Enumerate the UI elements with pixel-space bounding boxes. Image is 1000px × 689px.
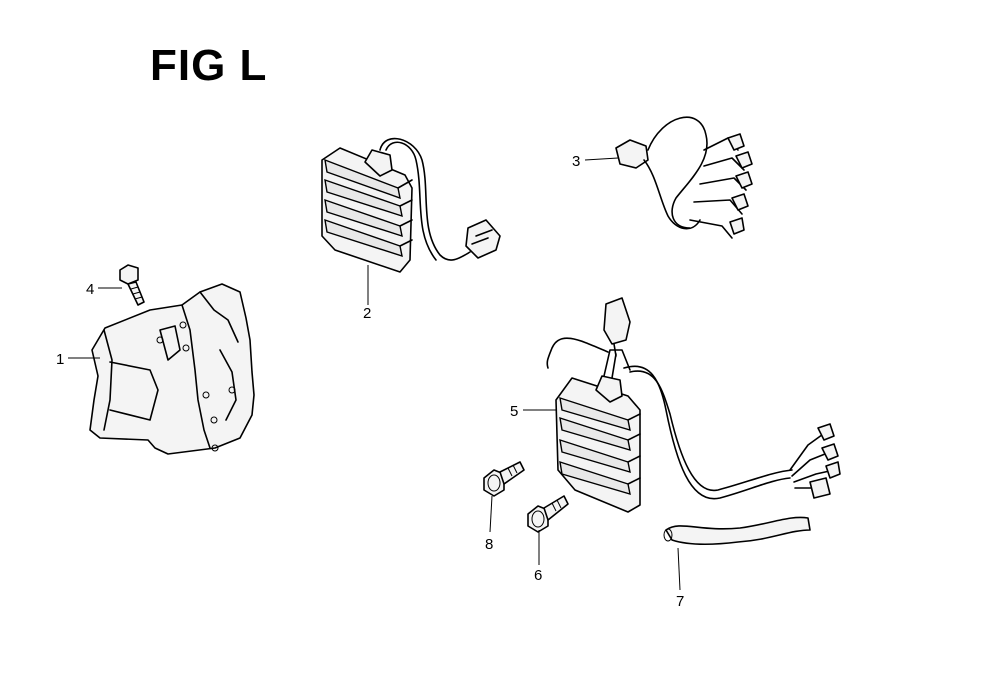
wire-harness-icon	[615, 116, 753, 239]
callout-4: 4	[86, 281, 94, 298]
callout-7: 7	[676, 593, 684, 610]
regulator-cover-icon	[89, 283, 255, 455]
flange-bolt-icon	[527, 495, 569, 533]
callout-3: 3	[572, 153, 580, 170]
flange-bolt-icon	[483, 461, 525, 497]
callouts: 1 2 3 4 5 6 7 8	[56, 153, 684, 610]
callout-2: 2	[363, 305, 371, 322]
callout-8: 8	[485, 536, 493, 553]
figure-title: FIG L	[150, 41, 268, 90]
bolt-icon	[119, 264, 145, 306]
regulator-rectifier-with-harness-icon	[546, 297, 841, 513]
callout-5: 5	[510, 403, 518, 420]
regulator-rectifier-icon	[321, 137, 501, 273]
leader-lines	[68, 157, 681, 591]
tube-icon	[663, 516, 811, 545]
callout-6: 6	[534, 567, 542, 584]
callout-1: 1	[56, 351, 64, 368]
